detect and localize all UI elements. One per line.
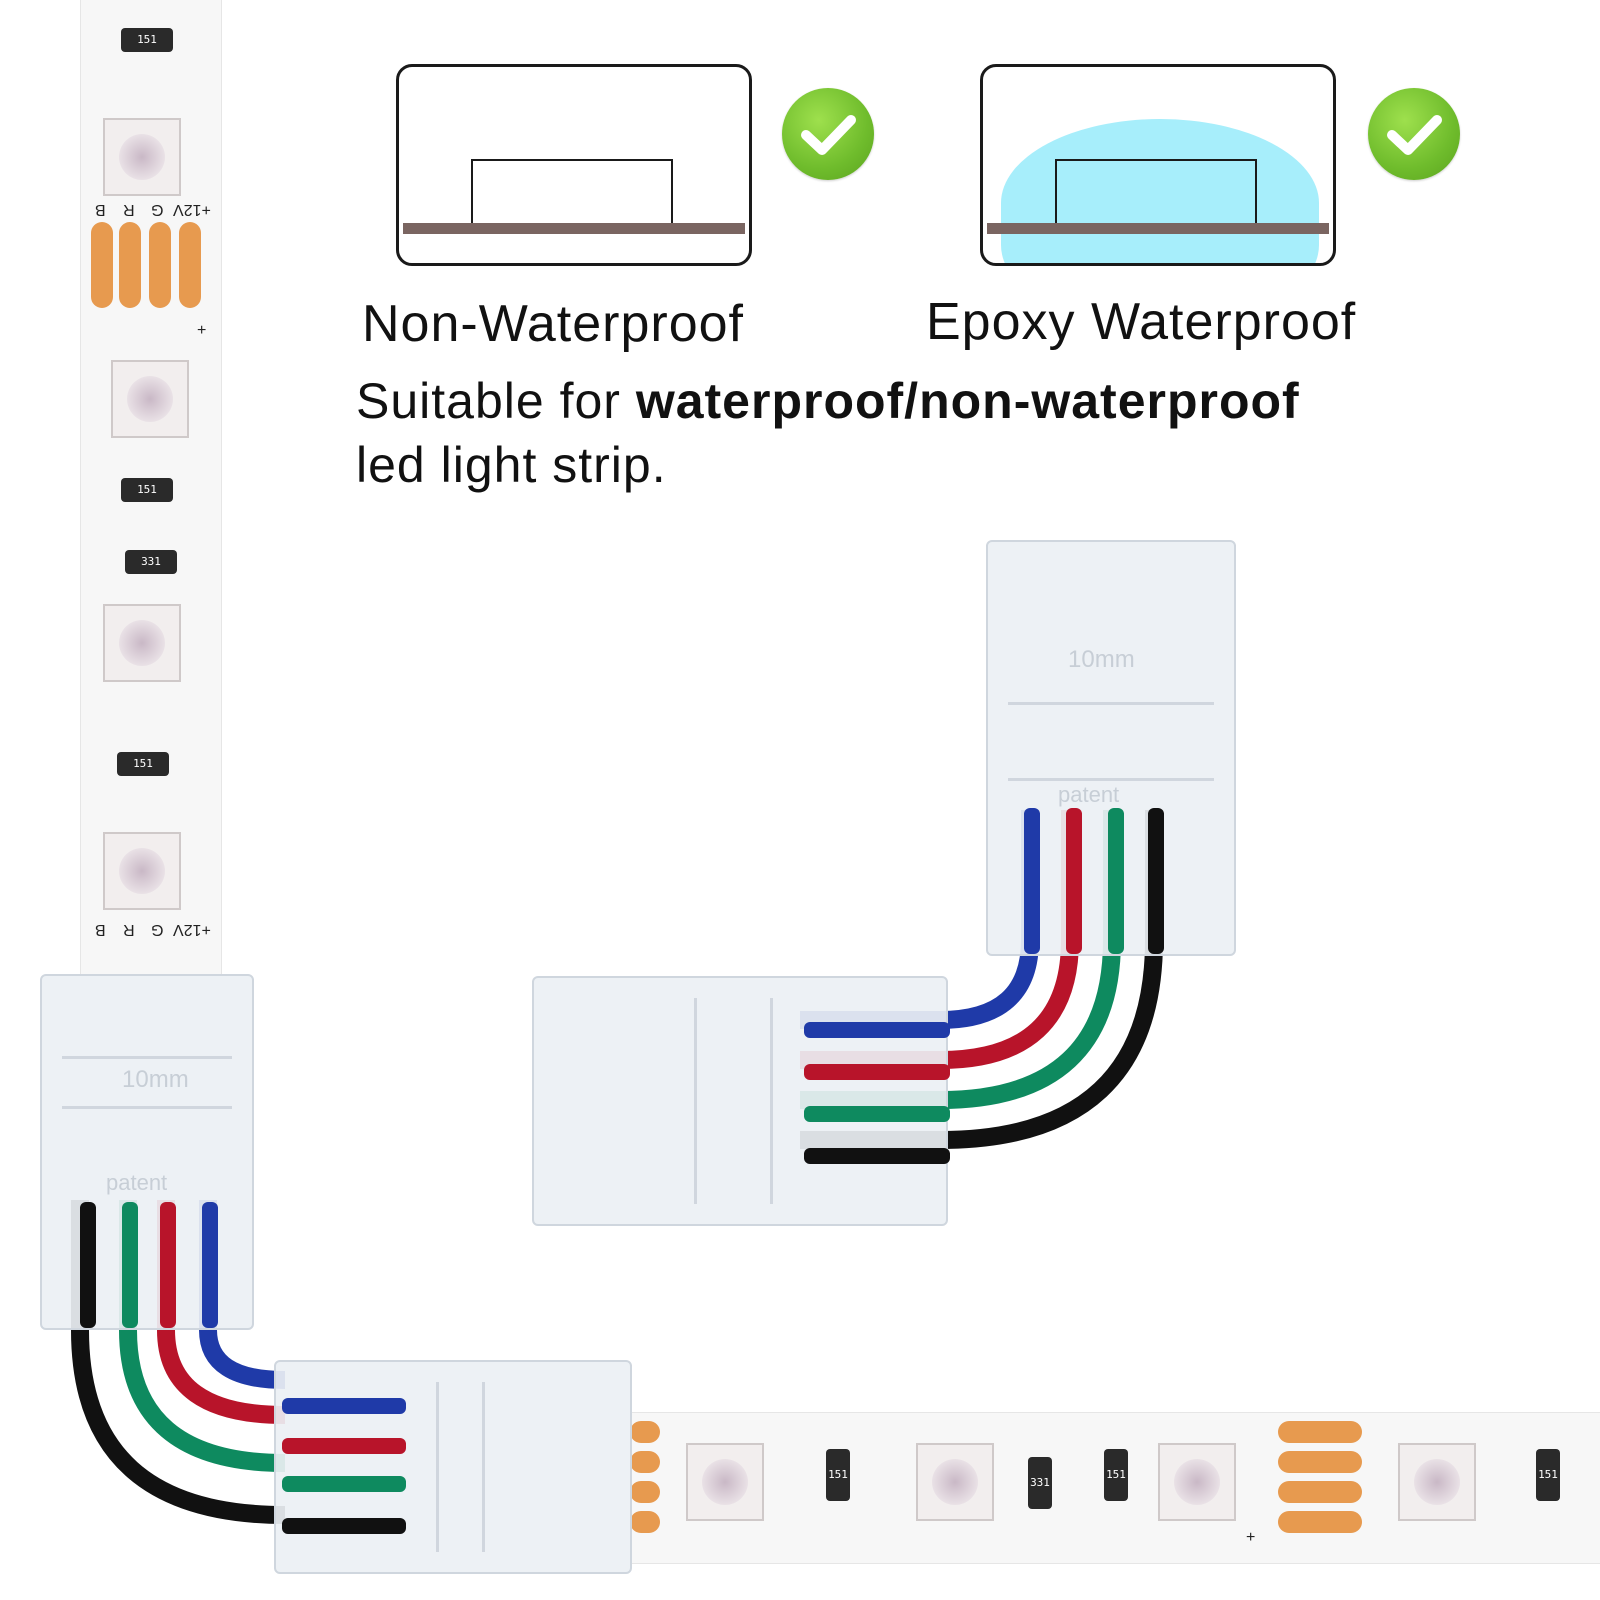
strip-connector-lower-horizontal[interactable] xyxy=(274,1360,632,1574)
solder-pad xyxy=(149,222,171,308)
wire-black xyxy=(804,1148,950,1164)
led-chip xyxy=(916,1443,994,1521)
solder-pad xyxy=(1278,1421,1362,1443)
solder-pad xyxy=(119,222,141,308)
wire-red xyxy=(1066,808,1082,954)
connector-engraving: patent xyxy=(1058,782,1120,807)
resistor: 151 xyxy=(117,752,169,776)
wire-red xyxy=(282,1438,406,1454)
led-chip-shape xyxy=(471,159,673,225)
non-waterproof-label: Non-Waterproof xyxy=(362,295,744,353)
pin-label-b: B xyxy=(95,201,106,218)
solder-pad xyxy=(1278,1451,1362,1473)
check-icon xyxy=(1368,88,1460,180)
epoxy-waterproof-label: Epoxy Waterproof xyxy=(926,293,1357,351)
resistor: 151 xyxy=(121,478,173,502)
epoxy-waterproof-diagram xyxy=(980,64,1336,266)
wire-green xyxy=(122,1202,138,1328)
wire-blue xyxy=(804,1022,950,1038)
description-line-1: Suitable for waterproof/non-waterproof xyxy=(356,372,1300,430)
wire-red xyxy=(804,1064,950,1080)
led-chip xyxy=(103,832,181,910)
led-chip xyxy=(1398,1443,1476,1521)
resistor: 151 xyxy=(121,28,173,52)
plus-mark: + xyxy=(197,322,207,339)
pin-label-g: G xyxy=(151,201,164,218)
wire-black xyxy=(1148,808,1164,954)
wire-blue xyxy=(202,1202,218,1328)
connector-engraving: 10mm xyxy=(122,1066,189,1093)
solder-pad xyxy=(630,1451,660,1473)
wire-blue xyxy=(282,1398,406,1414)
description-prefix: Suitable for xyxy=(356,373,636,429)
solder-pad xyxy=(630,1511,660,1533)
check-icon xyxy=(782,88,874,180)
led-chip xyxy=(1158,1443,1236,1521)
wire-green xyxy=(804,1106,950,1122)
pin-label-r: R xyxy=(123,921,135,938)
wire-red xyxy=(160,1202,176,1328)
resistor: 331 xyxy=(125,550,177,574)
strip-connector-lower-vertical[interactable]: 10mm patent xyxy=(40,974,254,1330)
resistor: 151 xyxy=(1536,1449,1560,1501)
led-chip xyxy=(103,118,181,196)
non-waterproof-diagram xyxy=(396,64,752,266)
solder-pad xyxy=(1278,1481,1362,1503)
wire-green xyxy=(282,1476,406,1492)
connector-engraving: patent xyxy=(106,1170,168,1195)
led-chip xyxy=(103,604,181,682)
wire-blue xyxy=(1024,808,1040,954)
pin-label-b: B xyxy=(95,921,106,938)
led-strip-vertical: 151 B R G +12V + 151 331 151 B R G +12V xyxy=(80,0,222,975)
strip-connector-upper-vertical[interactable]: 10mm patent xyxy=(986,540,1236,956)
strip-connector-upper-horizontal[interactable] xyxy=(532,976,950,1226)
pin-label-12v: +12V xyxy=(173,921,211,938)
led-strip-horizontal: 151 331 151 + 151 xyxy=(630,1412,1600,1564)
led-chip xyxy=(686,1443,764,1521)
description-bold: waterproof/non-waterproof xyxy=(635,373,1300,429)
resistor: 151 xyxy=(826,1449,850,1501)
plus-mark: + xyxy=(1246,1529,1256,1546)
pin-label-r: R xyxy=(123,201,135,218)
wire-black xyxy=(80,1202,96,1328)
connector-engraving: 10mm xyxy=(1068,646,1135,673)
led-chip-shape xyxy=(1055,159,1257,225)
epoxy-coating xyxy=(1001,119,1319,263)
resistor: 331 xyxy=(1028,1457,1052,1509)
resistor: 151 xyxy=(1104,1449,1128,1501)
solder-pad xyxy=(179,222,201,308)
pin-label-12v: +12V xyxy=(173,201,211,218)
strip-substrate xyxy=(987,223,1329,234)
led-chip xyxy=(111,360,189,438)
solder-pad xyxy=(630,1481,660,1503)
solder-pad xyxy=(1278,1511,1362,1533)
pin-label-g: G xyxy=(151,921,164,938)
wire-black xyxy=(282,1518,406,1534)
wire-green xyxy=(1108,808,1124,954)
solder-pad xyxy=(630,1421,660,1443)
description-line-2: led light strip. xyxy=(356,437,667,493)
solder-pad xyxy=(91,222,113,308)
wire-bundle-lower xyxy=(71,1200,286,1524)
strip-substrate xyxy=(403,223,745,234)
